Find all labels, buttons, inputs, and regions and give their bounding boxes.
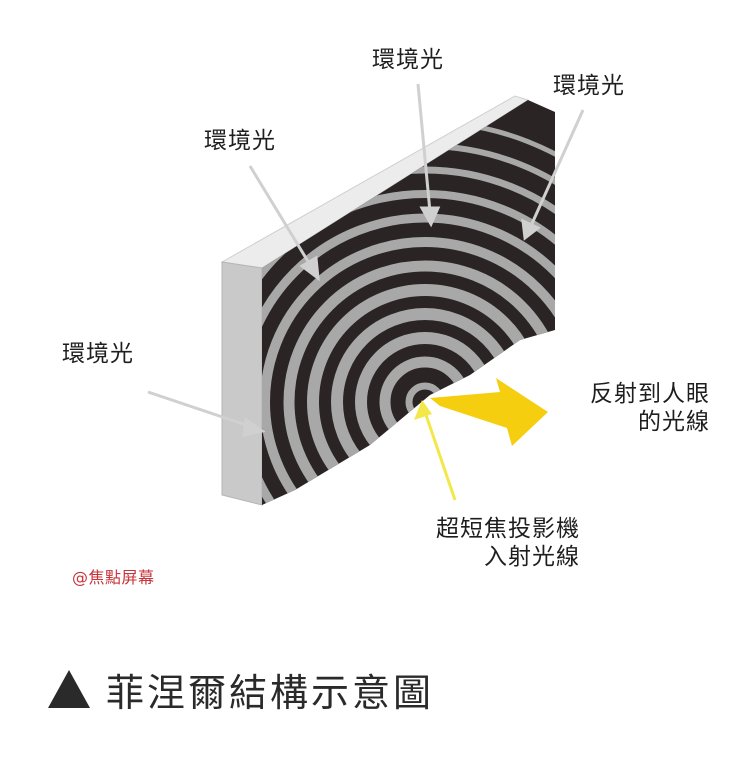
label-ambient-left: 環境光 (62, 341, 134, 367)
panel-side-edge (221, 261, 263, 506)
incident-light-arrow (414, 400, 457, 501)
reflected-light-arrow (430, 378, 548, 446)
triangle-up-icon (48, 670, 90, 708)
label-reflected-line1: 反射到人眼 (590, 381, 710, 407)
label-reflected-light: 反射到人眼 的光線 (560, 380, 710, 436)
caption-title: 菲涅爾結構示意圖 (106, 670, 435, 715)
label-incident-line2: 入射光線 (484, 544, 580, 570)
fresnel-panel-illustration (147, 83, 585, 506)
label-ambient-top: 環境光 (372, 47, 444, 73)
label-incident-line1: 超短焦投影機 (436, 516, 580, 542)
label-incident-light: 超短焦投影機 入射光線 (400, 515, 580, 571)
fresnel-diagram: 環境光 環境光 環境光 環境光 反射到人眼 的光線 超短焦投影機 入射光線 @焦… (62, 47, 710, 587)
figure-caption: 菲涅爾結構示意圖 (48, 664, 435, 715)
watermark: @焦點屏幕 (72, 568, 155, 587)
ambient-arrows (147, 83, 585, 437)
label-ambient-top-right: 環境光 (553, 73, 625, 99)
label-ambient-upper-left: 環境光 (204, 128, 276, 154)
label-reflected-line2: 的光線 (638, 409, 710, 435)
